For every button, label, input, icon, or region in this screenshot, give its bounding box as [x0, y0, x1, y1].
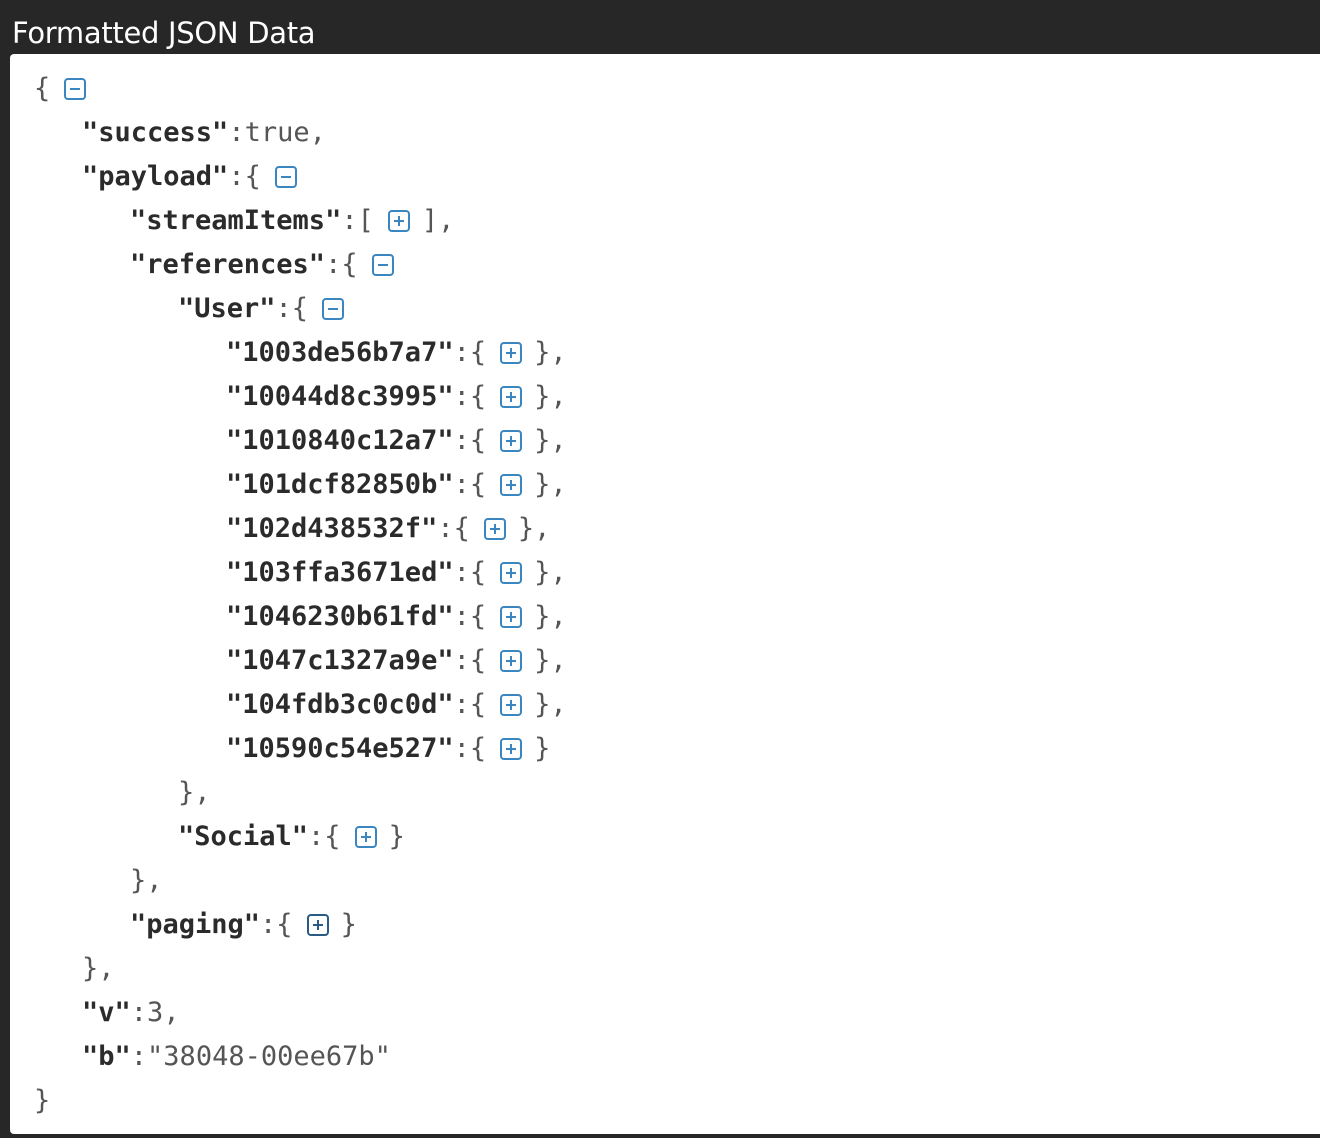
json-root-line: { — [34, 67, 98, 111]
key-user-id: "10044d8c3995" — [226, 381, 454, 412]
expand-social-icon[interactable] — [354, 826, 377, 848]
json-user-entry: "1047c1327a9e":{ }, — [226, 639, 567, 683]
expand-user-id-icon[interactable] — [500, 342, 523, 364]
key-user-id: "101dcf82850b" — [226, 469, 454, 500]
key-user-id: "103ffa3671ed" — [226, 557, 454, 588]
expand-user-id-icon[interactable] — [500, 562, 523, 584]
json-user-entry: "10590c54e527":{ } — [226, 727, 550, 771]
key-payload: "payload" — [82, 161, 229, 192]
key-references: "references" — [130, 249, 326, 280]
expand-user-id-icon[interactable] — [500, 694, 523, 716]
expand-paging-icon[interactable] — [306, 914, 329, 936]
json-user-close: }, — [178, 777, 211, 808]
key-user-id: "1046230b61fd" — [226, 601, 454, 632]
json-streamitems-line: "streamItems":[ ], — [130, 199, 454, 243]
key-v: "v" — [82, 997, 131, 1028]
expand-user-id-icon[interactable] — [500, 738, 523, 760]
json-v-line: "v":3, — [82, 991, 180, 1035]
key-user-id: "102d438532f" — [226, 513, 438, 544]
key-user-id: "1003de56b7a7" — [226, 337, 454, 368]
collapse-user-icon[interactable] — [322, 298, 345, 320]
json-references-line: "references":{ — [130, 243, 406, 287]
value-success: true — [244, 117, 310, 148]
json-success-line: "success":true, — [82, 111, 326, 155]
expand-user-id-icon[interactable] — [500, 386, 523, 408]
json-social-line: "Social":{ } — [178, 815, 405, 859]
json-user-entry: "103ffa3671ed":{ }, — [226, 551, 567, 595]
json-paging-line: "paging":{ } — [130, 903, 357, 947]
key-user-id: "1010840c12a7" — [226, 425, 454, 456]
json-user-entry: "1003de56b7a7":{ }, — [226, 331, 567, 375]
expand-user-id-icon[interactable] — [483, 518, 506, 540]
root-open-brace: { — [34, 73, 51, 104]
root-close-brace: } — [34, 1085, 51, 1116]
json-payload-close: }, — [82, 953, 115, 984]
expand-user-id-icon[interactable] — [500, 430, 523, 452]
expand-streamitems-icon[interactable] — [387, 210, 410, 232]
json-user-entry: "1010840c12a7":{ }, — [226, 419, 567, 463]
expand-user-id-icon[interactable] — [500, 650, 523, 672]
key-user: "User" — [178, 293, 276, 324]
json-user-entry: "104fdb3c0c0d":{ }, — [226, 683, 567, 727]
collapse-root-icon[interactable] — [64, 78, 87, 100]
collapse-references-icon[interactable] — [371, 254, 394, 276]
json-root-close: } — [34, 1079, 50, 1123]
key-b: "b" — [82, 1041, 131, 1072]
json-user-entry: "102d438532f":{ }, — [226, 507, 550, 551]
json-b-line: "b":"38048-00ee67b" — [82, 1035, 391, 1079]
value-v: 3 — [147, 997, 164, 1028]
json-user-entry: "101dcf82850b":{ }, — [226, 463, 567, 507]
window-title: Formatted JSON Data — [12, 16, 316, 50]
json-user-entry: "10044d8c3995":{ }, — [226, 375, 567, 419]
key-social: "Social" — [178, 821, 309, 852]
expand-user-id-icon[interactable] — [500, 606, 523, 628]
json-references-close: }, — [130, 865, 163, 896]
json-viewer-panel: { "success":true, "payload":{ "streamIte… — [10, 54, 1320, 1134]
collapse-payload-icon[interactable] — [274, 166, 297, 188]
json-user-line: "User":{ — [178, 287, 356, 331]
key-user-id: "104fdb3c0c0d" — [226, 689, 454, 720]
json-payload-line: "payload":{ — [82, 155, 309, 199]
key-streamitems: "streamItems" — [130, 205, 342, 236]
key-success: "success" — [82, 117, 229, 148]
key-paging: "paging" — [130, 909, 261, 940]
value-b: "38048-00ee67b" — [147, 1041, 391, 1072]
expand-user-id-icon[interactable] — [500, 474, 523, 496]
key-user-id: "10590c54e527" — [226, 733, 454, 764]
key-user-id: "1047c1327a9e" — [226, 645, 454, 676]
json-user-entry: "1046230b61fd":{ }, — [226, 595, 567, 639]
